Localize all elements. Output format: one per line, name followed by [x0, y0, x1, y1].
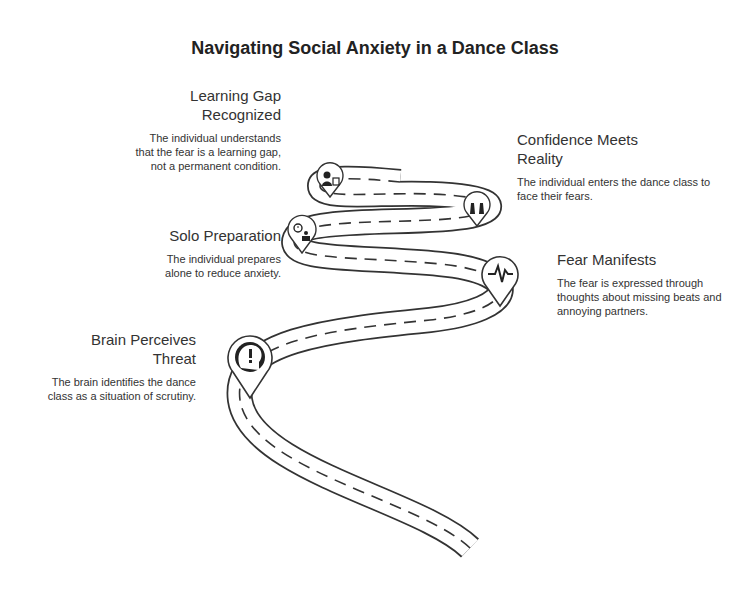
step-heading: Confidence Meets Reality	[517, 130, 662, 168]
step-heading: Solo Preparation	[110, 226, 281, 245]
map-pin	[464, 192, 490, 226]
step-description: The individual prepares alone to reduce …	[141, 252, 281, 280]
map-pin	[228, 336, 272, 398]
map-pin	[317, 163, 343, 197]
step-text-block: Learning Gap RecognizedThe individual un…	[120, 86, 281, 173]
step-heading: Brain Perceives Threat	[74, 330, 196, 368]
map-pin	[288, 215, 316, 253]
step-text-block: Brain Perceives ThreatThe brain identifi…	[40, 330, 196, 403]
step-description: The brain identifies the dance class as …	[46, 375, 196, 403]
step-heading: Fear Manifests	[557, 250, 727, 269]
diagram-title: Navigating Social Anxiety in a Dance Cla…	[0, 38, 750, 59]
step-text-block: Solo PreparationThe individual prepares …	[110, 226, 281, 280]
step-description: The individual understands that the fear…	[129, 131, 281, 173]
step-heading: Learning Gap Recognized	[156, 86, 281, 124]
step-description: The individual enters the dance class to…	[517, 175, 712, 203]
step-text-block: Confidence Meets RealityThe individual e…	[517, 130, 722, 203]
step-description: The fear is expressed through thoughts a…	[557, 276, 722, 318]
map-pin	[482, 257, 518, 306]
step-text-block: Fear ManifestsThe fear is expressed thro…	[557, 250, 732, 318]
